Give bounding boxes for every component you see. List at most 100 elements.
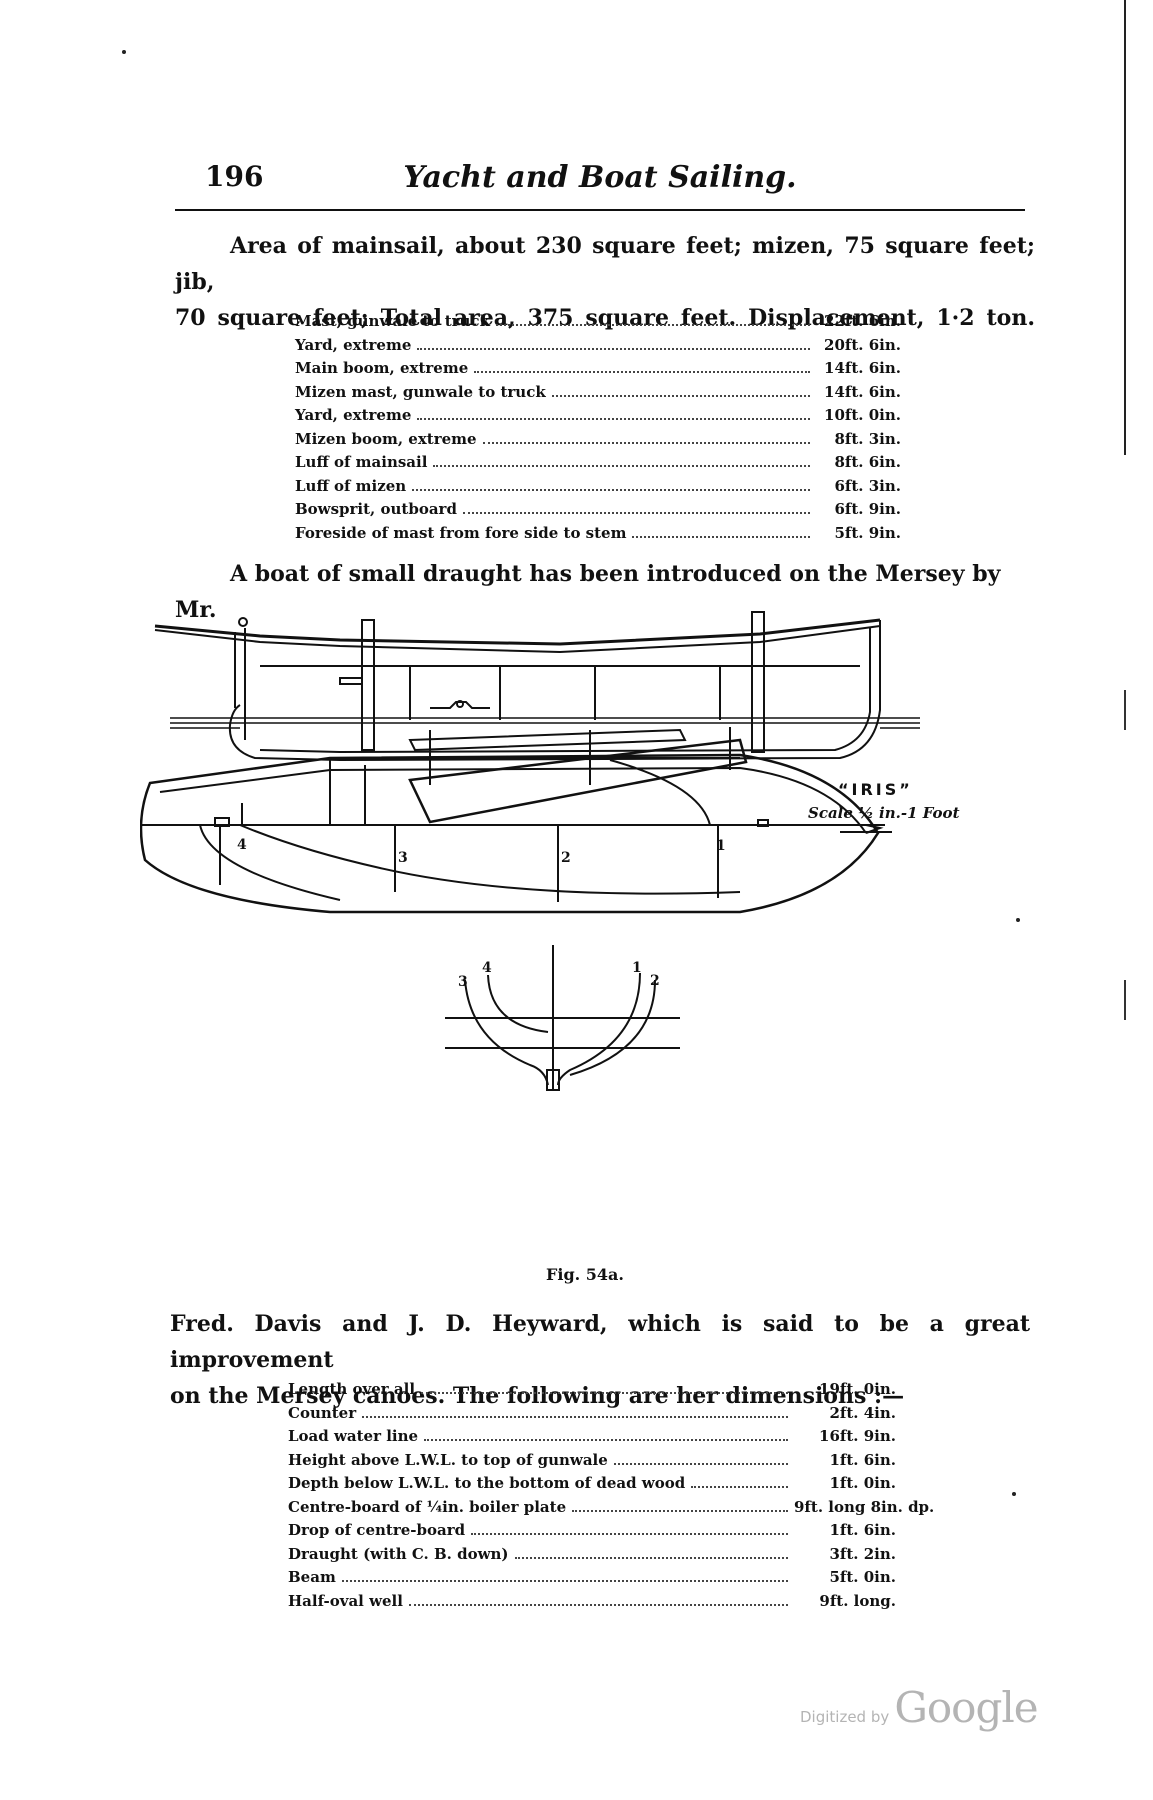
dot-leader bbox=[421, 1392, 788, 1394]
dimension-label: Depth below L.W.L. to the bottom of dead… bbox=[288, 1474, 686, 1492]
dimension-label: Height above L.W.L. to top of gunwale bbox=[288, 1450, 608, 1469]
watermark-prefix: Digitized by bbox=[800, 1708, 890, 1726]
section-label-3: 3 bbox=[458, 974, 468, 990]
dimension-value: 1ft. 6in. bbox=[829, 1450, 896, 1469]
dot-leader bbox=[572, 1509, 788, 1512]
dot-leader bbox=[613, 1462, 788, 1465]
dot-leader bbox=[471, 1533, 788, 1535]
dimension-label: Mast, gunwale to truck bbox=[295, 312, 490, 330]
station-label-3: 3 bbox=[398, 850, 408, 866]
dot-leader bbox=[482, 441, 810, 444]
section-label-2: 2 bbox=[650, 973, 660, 989]
dimension-row: Load water line 16ft. 9in. bbox=[288, 1427, 896, 1451]
section-label-1: 1 bbox=[632, 960, 642, 976]
dot-leader bbox=[417, 347, 810, 350]
dimension-label: Luff of mainsail bbox=[295, 453, 428, 471]
dimension-label: Luff of mizen bbox=[295, 476, 407, 495]
dimension-label: Draught (with C. B. down) bbox=[288, 1544, 509, 1563]
side-profile-drawing bbox=[154, 611, 920, 824]
speck bbox=[122, 50, 126, 54]
dimension-label: Bowsprit, outboard bbox=[295, 500, 457, 518]
dimension-value: 1ft. 0in. bbox=[829, 1474, 896, 1492]
boat-name-label: “IRIS” bbox=[838, 780, 913, 799]
figure-caption: Fig. 54a. bbox=[546, 1265, 624, 1284]
section-label-4: 4 bbox=[482, 960, 492, 976]
dimension-value: 14ft. 6in. bbox=[824, 359, 901, 377]
dimension-row: Draught (with C. B. down)3ft. 2in. bbox=[288, 1545, 896, 1569]
dot-leader bbox=[462, 512, 810, 514]
dimension-label: Centre-board of ¼in. boiler plate bbox=[288, 1497, 567, 1516]
dimension-label: Mizen mast, gunwale to truck bbox=[295, 382, 546, 401]
digitized-watermark: Digitized by Google bbox=[800, 1683, 1039, 1732]
dimension-row: Counter 2ft. 4in. bbox=[288, 1404, 896, 1428]
dimension-value: 20ft. 6in. bbox=[824, 335, 901, 354]
dimension-row: Mast, gunwale to truck 22ft. 6in. bbox=[295, 312, 901, 336]
google-logo: Google bbox=[894, 1683, 1038, 1732]
dimension-value: 8ft. 3in. bbox=[834, 429, 901, 448]
dimension-label: Load water line bbox=[288, 1427, 419, 1445]
dimension-row: Centre-board of ¼in. boiler plate 9ft. lo… bbox=[288, 1497, 935, 1522]
dot-leader bbox=[362, 1415, 788, 1418]
dimension-label: Counter bbox=[288, 1403, 357, 1422]
dimension-label: Foreside of mast from fore side to stem bbox=[295, 523, 627, 542]
paragraph-sail-area: Area of mainsail, about 230 square feet;… bbox=[175, 228, 1035, 336]
dimension-row: Beam 5ft. 0in. bbox=[288, 1568, 896, 1592]
dimension-value: 2ft. 4in. bbox=[829, 1403, 896, 1422]
spar-dimensions-list: Mast, gunwale to truck 22ft. 6in. Yard, e… bbox=[295, 312, 901, 547]
dimension-value: 8ft. 6in. bbox=[834, 453, 901, 471]
dimension-label: Beam bbox=[288, 1568, 336, 1586]
dot-leader bbox=[551, 394, 810, 397]
dimension-value: 16ft. 9in. bbox=[819, 1427, 896, 1445]
header-rule bbox=[175, 209, 1025, 211]
dimension-value: 10ft. 0in. bbox=[824, 406, 901, 424]
dimension-label: Main boom, extreme bbox=[295, 359, 469, 377]
paragraph-line: on the Mersey canoes. The following are … bbox=[170, 1383, 905, 1409]
dot-leader bbox=[474, 371, 810, 373]
dimension-row: Height above L.W.L. to top of gunwale 1ft… bbox=[288, 1451, 896, 1475]
dimension-value: 5ft. 0in. bbox=[829, 1568, 896, 1586]
running-title: Yacht and Boat Sailing. bbox=[403, 160, 797, 195]
speck bbox=[1016, 918, 1020, 922]
paragraph-builders: Fred. Davis and J. D. Heyward, which is … bbox=[170, 1306, 1030, 1414]
dot-leader bbox=[632, 535, 810, 538]
dimension-label: Drop of centre-board bbox=[288, 1521, 466, 1539]
dot-leader bbox=[417, 418, 810, 420]
dot-leader bbox=[341, 1580, 788, 1582]
page-edge-line bbox=[1124, 0, 1126, 455]
dimension-value: 22ft. 6in. bbox=[824, 312, 901, 330]
dot-leader bbox=[408, 1603, 788, 1606]
dimension-value: 6ft. 9in. bbox=[834, 500, 901, 518]
dimension-row: Luff of mainsail 8ft. 6in. bbox=[295, 453, 901, 477]
dimension-row: Foreside of mast from fore side to stem 5… bbox=[295, 524, 901, 548]
dimension-row: Depth below L.W.L. to the bottom of dead… bbox=[288, 1474, 896, 1498]
dimension-row: Drop of centre-board 1ft. 6in. bbox=[288, 1521, 896, 1545]
page-edge-mark bbox=[1124, 980, 1126, 1020]
dimension-value: 1ft. 6in. bbox=[829, 1521, 896, 1539]
dimension-value: 5ft. 9in. bbox=[834, 523, 901, 542]
dot-leader bbox=[424, 1439, 788, 1441]
station-label-4: 4 bbox=[237, 837, 247, 853]
paragraph-line: Fred. Davis and J. D. Heyward, which is … bbox=[170, 1311, 1030, 1373]
dot-leader bbox=[495, 324, 810, 326]
body-plan-drawing bbox=[445, 945, 680, 1091]
speck bbox=[1012, 1492, 1016, 1496]
paragraph-intro: A boat of small draught has been introdu… bbox=[175, 561, 1001, 623]
paragraph-line: Area of mainsail, about 230 square feet;… bbox=[175, 233, 1035, 295]
plan-view-drawing bbox=[140, 730, 885, 914]
boat-plan-figure: 4 3 2 1 3 4 1 2 bbox=[140, 600, 1020, 1280]
station-label-1: 1 bbox=[716, 838, 726, 854]
dot-leader bbox=[433, 465, 810, 467]
page-header: 196 Yacht and Boat Sailing. bbox=[175, 160, 1025, 200]
dimension-row: Main boom, extreme 14ft. 6in. bbox=[295, 359, 901, 383]
dimension-value: 9ft. long 8in. dp. bbox=[794, 1497, 935, 1516]
paragraph-line: 70 square feet; Total area, 375 square f… bbox=[175, 305, 1035, 331]
